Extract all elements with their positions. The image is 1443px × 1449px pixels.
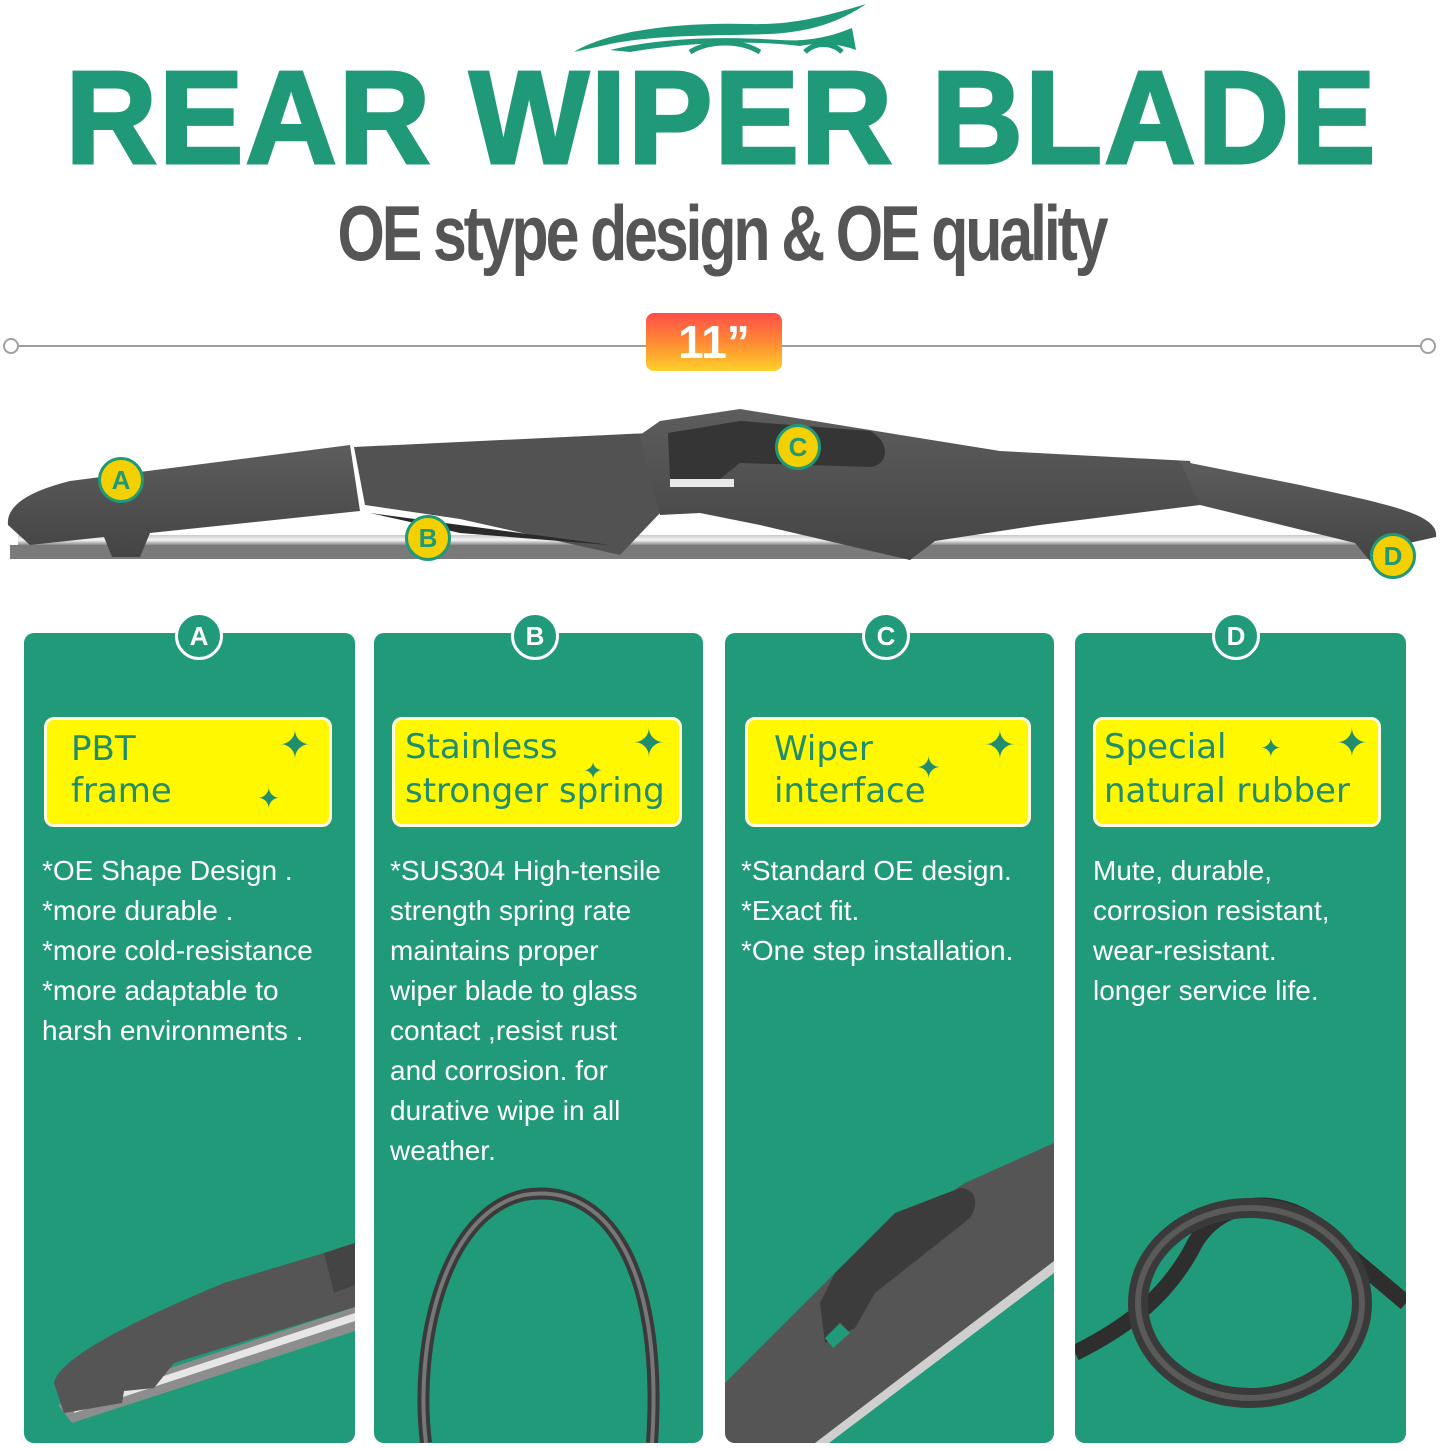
- car-swoosh-icon: [574, 4, 866, 55]
- feature-description: Mute, durable, corrosion resistant, wear…: [1093, 855, 1330, 1006]
- length-measure: 11”: [0, 312, 1443, 372]
- sparkle-icon: ✦: [916, 751, 942, 786]
- feature-label: Wiper interface ✦ ✦: [745, 717, 1031, 827]
- sparkle-icon: ✦: [633, 721, 665, 765]
- feature-label-line1: Wiper: [774, 729, 873, 769]
- sparkle-icon: ✦: [583, 757, 604, 785]
- feature-description: *SUS304 High-tensile strength spring rat…: [390, 855, 661, 1166]
- feature-description: *OE Shape Design . *more durable . *more…: [42, 855, 313, 1046]
- spring-loop-image: [417, 1187, 660, 1443]
- measure-endpoint-right: [1420, 338, 1436, 354]
- feature-label-line2: frame: [71, 771, 172, 811]
- sparkle-icon: ✦: [279, 723, 311, 767]
- wiper-blade-image: A B C D: [0, 395, 1443, 595]
- card-a-letter: A: [175, 612, 223, 660]
- feature-label: PBT frame ✦ ✦: [44, 717, 332, 827]
- blade-end-closeup-image: [54, 1243, 355, 1423]
- feature-label-line1: PBT: [71, 729, 136, 769]
- feature-description: *Standard OE design. *Exact fit. *One st…: [741, 855, 1014, 966]
- feature-label: Special natural rubber ✦ ✦: [1093, 717, 1381, 827]
- feature-label-line2: interface: [774, 771, 926, 811]
- rubber-knot-image: [1075, 1197, 1406, 1408]
- feature-card-pbt-frame: PBT frame ✦ ✦ *OE Shape Design . *more d…: [24, 633, 355, 1443]
- card-d-letter: D: [1212, 612, 1260, 660]
- sparkle-icon: ✦: [984, 723, 1016, 767]
- page-title: REAR WIPER BLADE: [64, 44, 1378, 191]
- feature-label-line2: natural rubber: [1104, 771, 1350, 811]
- connector-closeup-image: [725, 1143, 1054, 1443]
- feature-label-line1: Special: [1104, 727, 1227, 767]
- wiper-blade-illustration: [7, 409, 1437, 561]
- sparkle-icon: ✦: [257, 782, 281, 815]
- card-c-letter: C: [862, 612, 910, 660]
- feature-label: Stainless stronger spring ✦ ✦: [392, 717, 682, 827]
- sparkle-icon: ✦: [1260, 734, 1282, 764]
- page-subtitle: OE stype design & OE quality: [337, 189, 1109, 277]
- card-b-letter: B: [511, 612, 559, 660]
- marker-b: B: [405, 515, 451, 561]
- measure-endpoint-left: [3, 338, 19, 354]
- feature-label-line1: Stainless: [405, 727, 558, 767]
- marker-d: D: [1370, 533, 1416, 579]
- sparkle-icon: ✦: [1336, 721, 1368, 765]
- feature-card-wiper-interface: Wiper interface ✦ ✦ *Standard OE design.…: [725, 633, 1054, 1443]
- marker-a: A: [98, 457, 144, 503]
- feature-card-natural-rubber: Special natural rubber ✦ ✦ Mute, durable…: [1075, 633, 1406, 1443]
- feature-label-line2: stronger spring: [405, 771, 665, 811]
- feature-card-stainless-spring: Stainless stronger spring ✦ ✦ *SUS304 Hi…: [374, 633, 703, 1443]
- marker-c: C: [775, 424, 821, 470]
- size-badge: 11”: [646, 313, 782, 371]
